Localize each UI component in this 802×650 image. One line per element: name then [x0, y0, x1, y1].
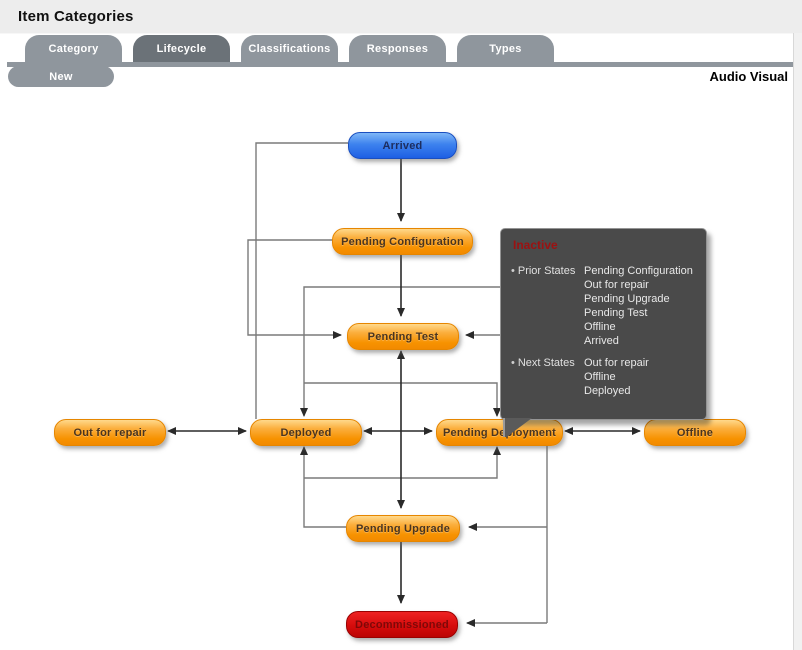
tab-category[interactable]: Category [25, 35, 122, 62]
selected-category-label: Audio Visual [709, 69, 789, 84]
tab-types[interactable]: Types [457, 35, 554, 62]
prior-state-item: Arrived [584, 335, 619, 347]
prior-state-item: Out for repair [584, 279, 649, 291]
prior-state-item: Offline [584, 321, 616, 333]
state-node-out-for-repair[interactable]: Out for repair [54, 419, 166, 446]
next-state-item: Deployed [584, 385, 631, 397]
prior-state-item: Pending Test [584, 307, 648, 319]
new-button[interactable]: New [8, 66, 114, 87]
bullet-icon: • [511, 357, 515, 369]
tab-classifications[interactable]: Classifications [241, 35, 338, 62]
prior-state-item: Pending Upgrade [584, 293, 670, 305]
window-header: Item Categories [0, 0, 802, 34]
tooltip-title: Inactive [513, 238, 558, 252]
state-node-arrived[interactable]: Arrived [348, 132, 457, 159]
prior-states-label: Prior States [517, 265, 576, 277]
bullet-icon: • [511, 265, 515, 277]
prior-state-item: Pending Configuration [584, 265, 693, 277]
state-tooltip: Inactive •Prior States Pending Configura… [500, 228, 707, 437]
tab-lifecycle[interactable]: Lifecycle [133, 35, 230, 62]
state-node-pending-deployment[interactable]: Pending Deployment [436, 419, 563, 446]
tab-bar: Category Lifecycle Classifications Respo… [25, 35, 554, 62]
state-node-offline[interactable]: Offline [644, 419, 746, 446]
next-state-item: Offline [584, 371, 616, 383]
state-node-decommissioned[interactable]: Decommissioned [346, 611, 458, 638]
tab-underline [7, 62, 795, 67]
right-gutter [793, 33, 802, 650]
state-node-pending-configuration[interactable]: Pending Configuration [332, 228, 473, 255]
tooltip-next-states-row: •Next States Out for repair Offline Depl… [511, 357, 696, 399]
state-node-pending-test[interactable]: Pending Test [347, 323, 459, 350]
page-title: Item Categories [18, 8, 134, 25]
state-node-pending-upgrade[interactable]: Pending Upgrade [346, 515, 460, 542]
tooltip-prior-states-row: •Prior States Pending Configuration Out … [511, 265, 696, 349]
state-node-deployed[interactable]: Deployed [250, 419, 362, 446]
next-states-label: Next States [517, 357, 575, 369]
next-state-item: Out for repair [584, 357, 649, 369]
tab-responses[interactable]: Responses [349, 35, 446, 62]
